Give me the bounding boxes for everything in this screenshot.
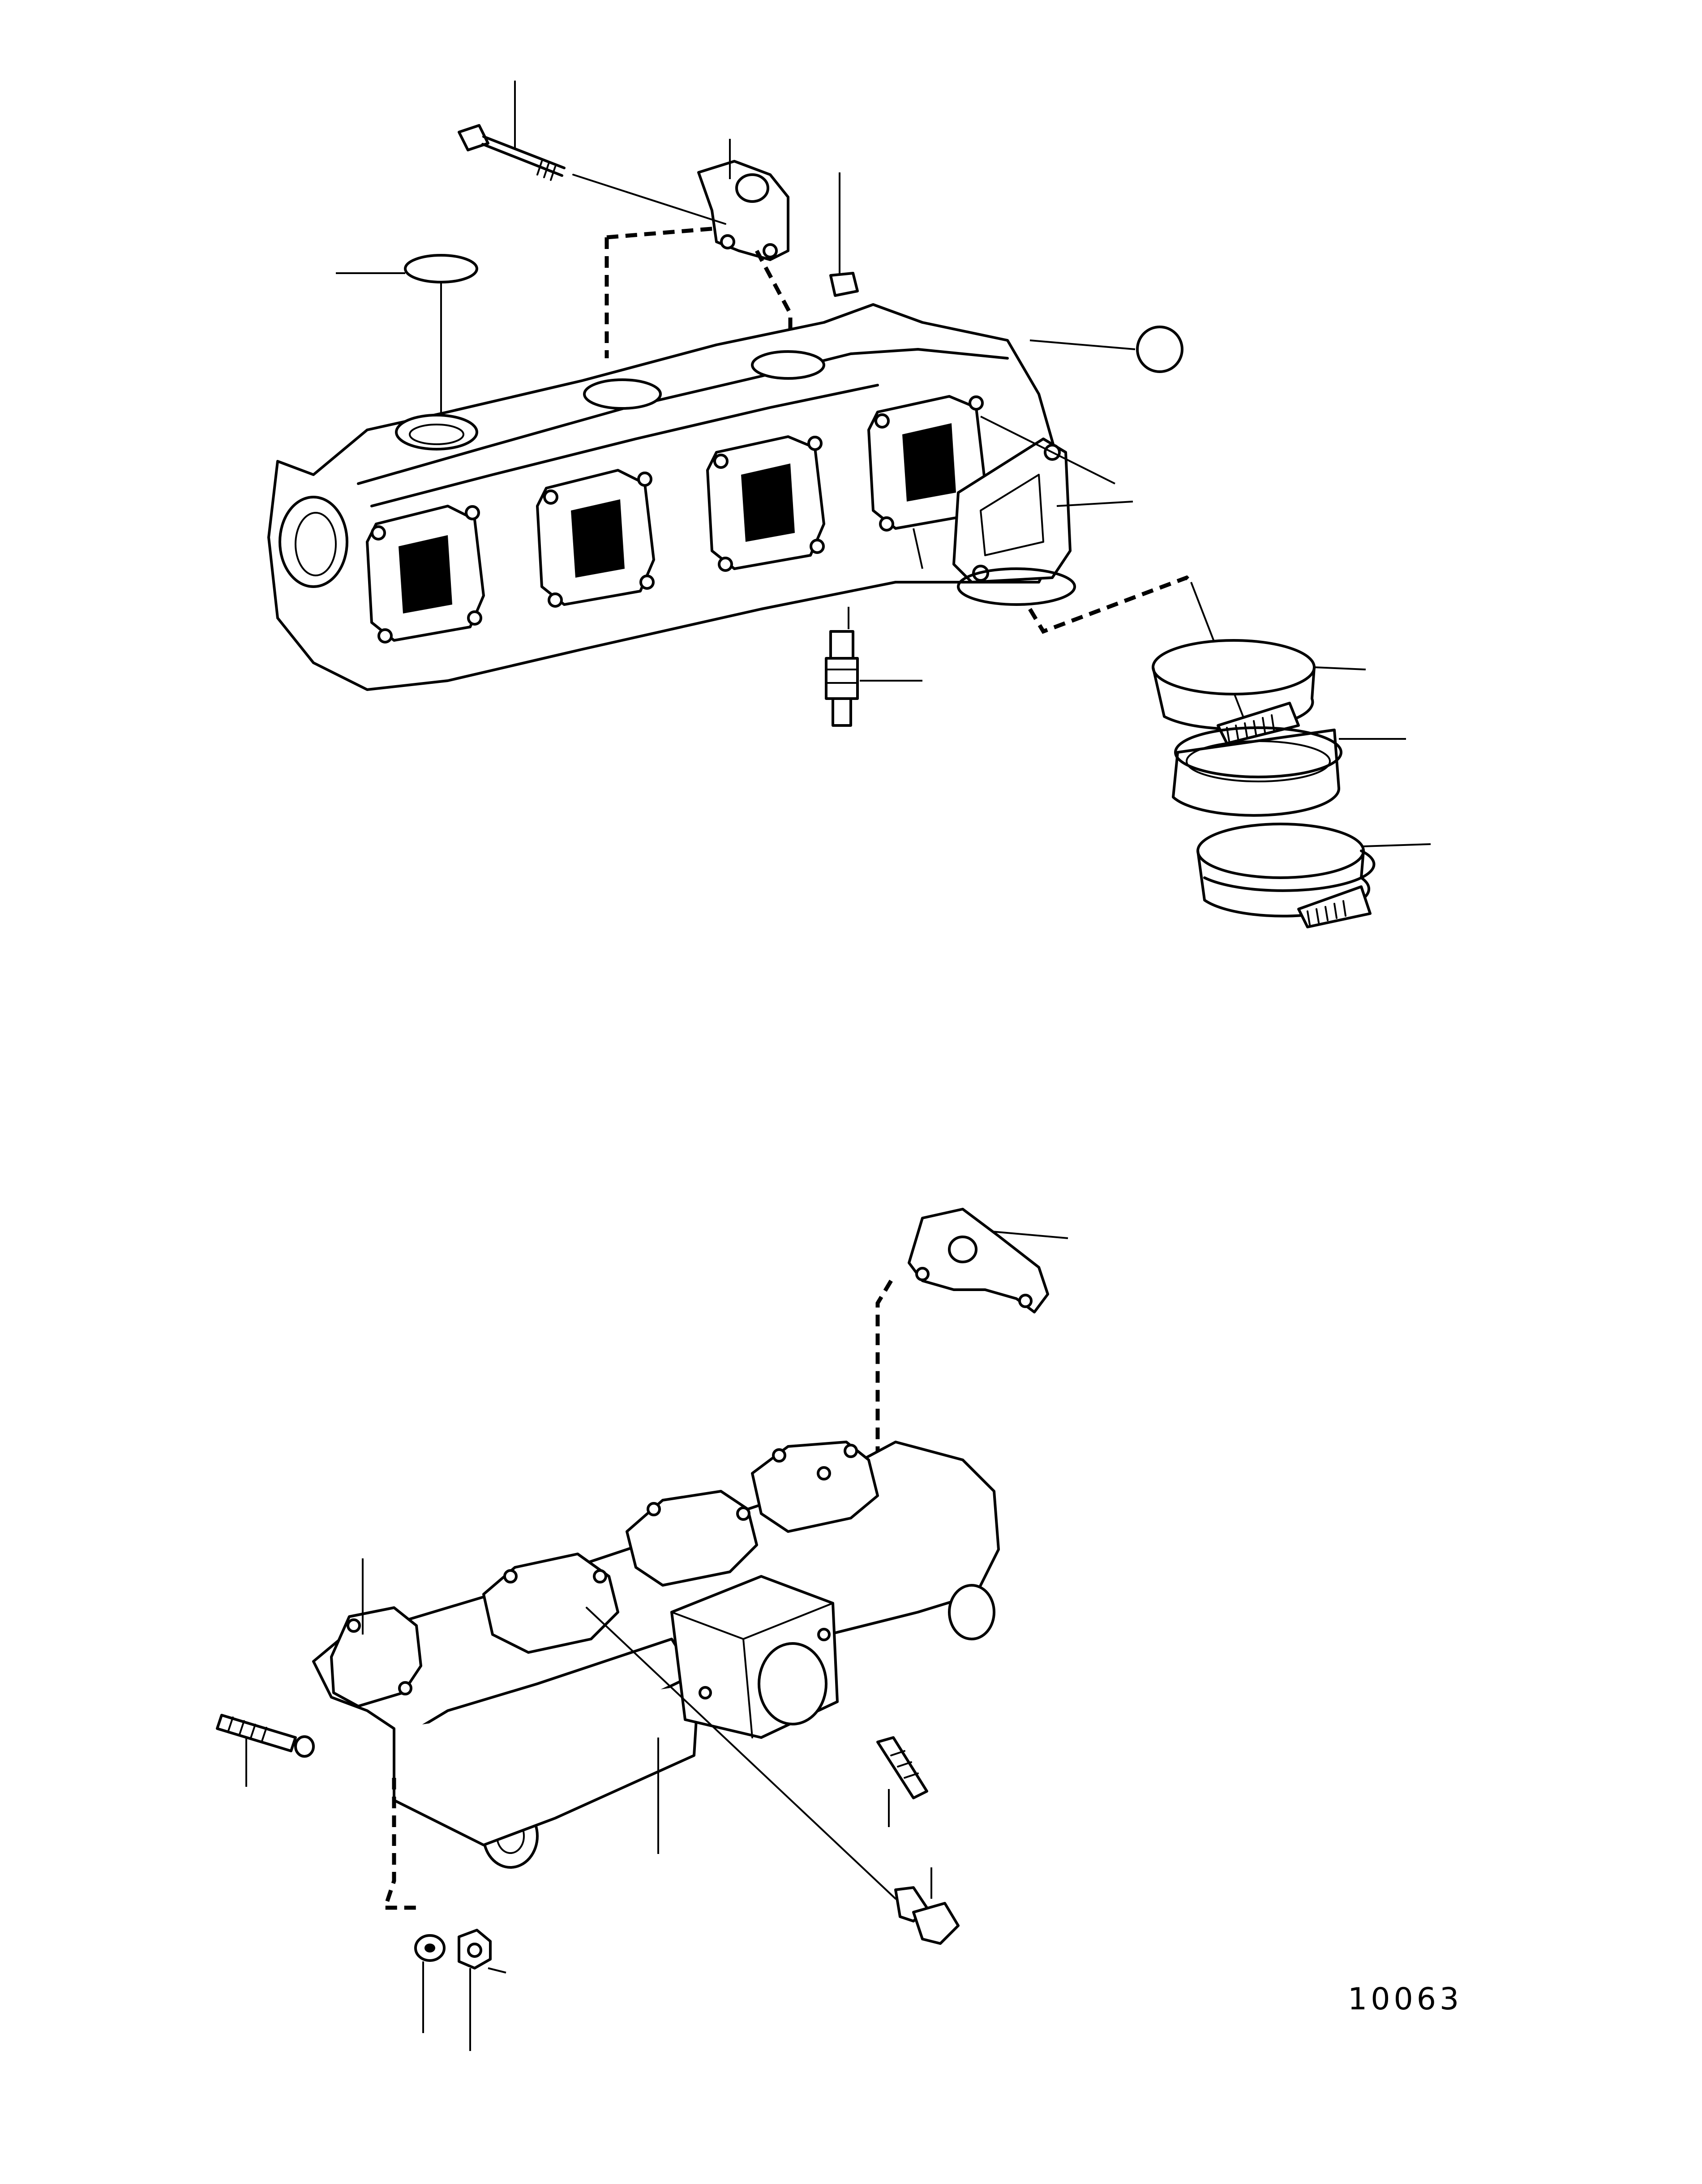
inlet-long-bolt <box>586 1607 960 1945</box>
manifold-long-bolt <box>458 81 566 181</box>
exhaust-manifold-assembly <box>267 81 1431 928</box>
exhaust-port-2 <box>536 469 655 608</box>
inlet-lifting-bracket <box>908 1208 1068 1313</box>
hex-nut <box>458 1929 506 2051</box>
exhaust-port-3 <box>706 435 825 572</box>
outlet-flange-gasket <box>952 438 1076 606</box>
inlet-manifold-body <box>312 1441 1000 1869</box>
lifting-bracket <box>697 139 789 261</box>
exhaust-port-1 <box>366 505 485 644</box>
inlet-flange-4 <box>751 1441 879 1533</box>
hose-clamp-lower <box>1196 823 1431 928</box>
inlet-stud-right <box>876 1736 928 1827</box>
hose-clamp-upper <box>1152 639 1366 745</box>
exhaust-manifold-body <box>267 303 1133 691</box>
exhaust-port-4 <box>867 395 986 532</box>
rubber-hose <box>1172 726 1406 817</box>
cover-plate <box>336 254 478 421</box>
reference-circle <box>1136 326 1183 373</box>
inlet-boss <box>670 1575 839 1739</box>
washer <box>414 1934 446 2033</box>
inlet-flange-1 <box>330 1606 422 1708</box>
inlet-stud-left <box>216 1714 315 1787</box>
inlet-flange-2 <box>482 1553 619 1654</box>
figure-number: 10063 <box>1348 1982 1463 2017</box>
inlet-flange-3 <box>626 1490 758 1587</box>
bracket-screw <box>829 172 859 297</box>
inlet-manifold-assembly <box>216 1208 1068 2051</box>
drain-nipple <box>825 607 922 727</box>
